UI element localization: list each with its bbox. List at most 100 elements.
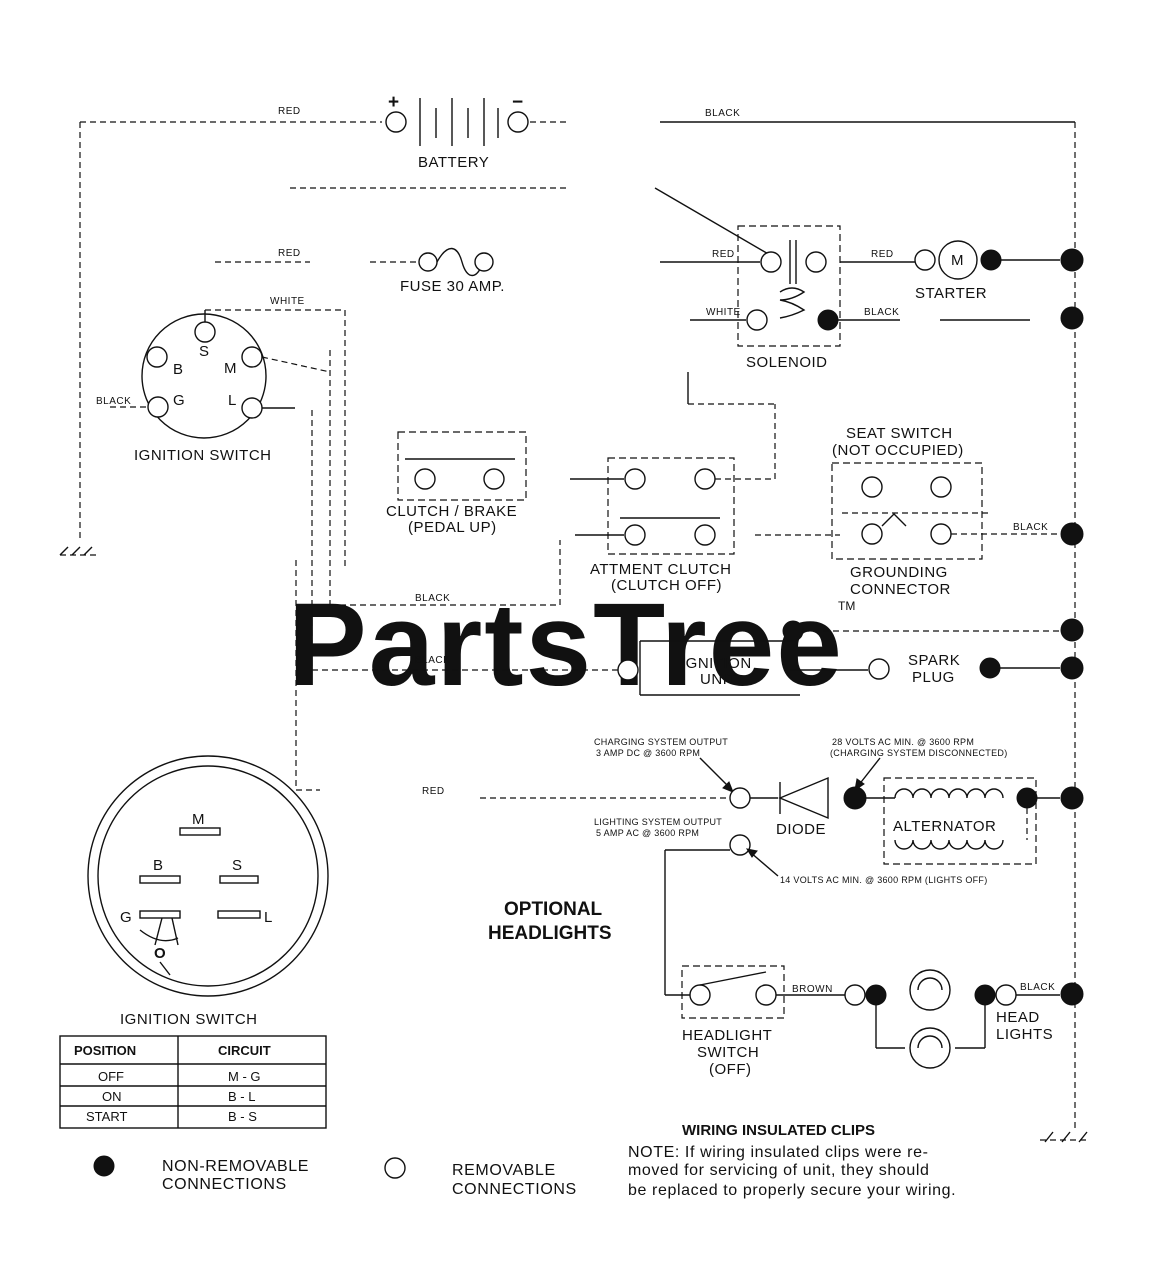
starter-label: STARTER xyxy=(915,285,987,302)
charging-volts-line2: (CHARGING SYSTEM DISCONNECTED) xyxy=(830,748,1008,758)
wire-label-black-solenoid: BLACK xyxy=(864,307,899,318)
battery: + − BATTERY xyxy=(385,92,529,171)
wire-label-white-ignition: WHITE xyxy=(270,296,305,307)
ignition-unit-line1: IGNITION xyxy=(681,655,752,672)
wire-label-brown: BROWN xyxy=(792,984,833,995)
spark-plug: SPARK PLUG xyxy=(868,652,1084,686)
optional-headlights-line1: OPTIONAL xyxy=(504,899,603,920)
detail-terminal-o: O xyxy=(154,945,166,962)
ignition-unit-line2: UNIT xyxy=(700,671,737,688)
solenoid-label: SOLENOID xyxy=(746,354,828,371)
legend-non-removable-line1: NON-REMOVABLE xyxy=(162,1158,309,1175)
grounding-connector-line2: CONNECTOR xyxy=(850,581,951,598)
table-header-position: POSITION xyxy=(74,1043,136,1058)
lighting-output-line2: 5 AMP AC @ 3600 RPM xyxy=(596,828,699,838)
detail-terminal-b: B xyxy=(153,857,164,874)
wire-label-red-battery: RED xyxy=(278,106,301,117)
grounding-connector-line1: GROUNDING xyxy=(850,564,948,581)
starter: M STARTER xyxy=(840,240,1084,330)
detail-terminal-l: L xyxy=(264,909,273,926)
legend-filled-dot xyxy=(93,1155,115,1177)
wire-label-red-solenoid: RED xyxy=(712,249,735,260)
clutch-brake-line1: CLUTCH / BRAKE xyxy=(386,503,517,520)
charging-system: CHARGING SYSTEM OUTPUT 3 AMP DC @ 3600 R… xyxy=(422,737,1084,996)
legend-open-dot xyxy=(384,1157,406,1179)
lighting-lights-off: 14 VOLTS AC MIN. @ 3600 RPM (LIGHTS OFF) xyxy=(780,875,988,885)
legend-removable-line1: REMOVABLE xyxy=(452,1162,556,1179)
detail-title: IGNITION SWITCH xyxy=(120,1011,258,1028)
clutch-brake-line2: (PEDAL UP) xyxy=(408,519,497,536)
ignition-switch-label: IGNITION SWITCH xyxy=(134,447,272,464)
table-row-on-circuit: B - L xyxy=(228,1089,255,1104)
wire-label-black-ignition: BLACK xyxy=(96,396,131,407)
wire-label-black-seat: BLACK xyxy=(1013,522,1048,533)
fuse-label: FUSE 30 AMP. xyxy=(400,278,505,295)
clips-note-line1: NOTE: If wiring insulated clips were re- xyxy=(628,1144,929,1161)
watermark: PartsTree xyxy=(288,579,844,711)
wire-label-red-starter: RED xyxy=(871,249,894,260)
watermark-tm: TM xyxy=(838,599,855,613)
table-row-off-position: OFF xyxy=(98,1069,124,1084)
wire-label-black-headlights: BLACK xyxy=(1020,982,1055,993)
seat-switch-line2: (NOT OCCUPIED) xyxy=(832,442,964,459)
clips-note-line2: moved for servicing of unit, they should xyxy=(628,1162,929,1179)
wire-label-white-solenoid: WHITE xyxy=(706,307,741,318)
attachment-clutch-switch: ATTMENT CLUTCH (CLUTCH OFF) xyxy=(570,372,840,594)
table-row-start-position: START xyxy=(86,1109,127,1124)
clips-note-title: WIRING INSULATED CLIPS xyxy=(682,1122,875,1139)
alternator-label: ALTERNATOR xyxy=(893,818,996,835)
table-row-on-position: ON xyxy=(102,1089,122,1104)
legend-non-removable-line2: CONNECTIONS xyxy=(162,1176,287,1193)
charging-output-line2: 3 AMP DC @ 3600 RPM xyxy=(596,748,700,758)
clips-note: WIRING INSULATED CLIPS NOTE: If wiring i… xyxy=(628,1122,956,1199)
harness-lines xyxy=(295,310,628,791)
head-lights-line1: HEAD xyxy=(996,1009,1040,1026)
charging-volts-line1: 28 VOLTS AC MIN. @ 3600 RPM xyxy=(832,737,974,747)
wire-label-black-clutch: BLACK xyxy=(415,593,450,604)
attachment-clutch-line1: ATTMENT CLUTCH xyxy=(590,561,731,578)
detail-terminal-g: G xyxy=(120,909,132,926)
headlight-switch-line3: (OFF) xyxy=(709,1061,751,1078)
circuit-table: POSITION CIRCUIT OFF M - G ON B - L STAR… xyxy=(59,1035,327,1129)
ignition-terminal-s: S xyxy=(199,343,210,360)
wire-label-black-top: BLACK xyxy=(705,108,740,119)
wire-label-red-fuse: RED xyxy=(278,248,301,259)
detail-terminal-m: M xyxy=(192,811,205,828)
lighting-output-line1: LIGHTING SYSTEM OUTPUT xyxy=(594,817,722,827)
detail-terminal-s: S xyxy=(232,857,243,874)
ignition-terminal-m: M xyxy=(224,360,237,377)
spark-plug-line1: SPARK xyxy=(908,652,960,669)
table-row-off-circuit: M - G xyxy=(228,1069,261,1084)
table-row-start-circuit: B - S xyxy=(228,1109,257,1124)
ignition-terminal-g: G xyxy=(173,392,185,409)
seat-switch-line1: SEAT SWITCH xyxy=(846,425,953,442)
battery-label: BATTERY xyxy=(418,154,489,171)
headlight-switch-line1: HEADLIGHT xyxy=(682,1027,772,1044)
clips-note-line3: be replaced to properly secure your wiri… xyxy=(628,1182,956,1199)
fuse: FUSE 30 AMP. xyxy=(215,247,505,295)
optional-headlights-line2: HEADLIGHTS xyxy=(488,923,612,944)
battery-plus: + xyxy=(388,92,399,113)
diode-label: DIODE xyxy=(776,821,826,838)
ignition-switch: S B M G L IGNITION SWITCH xyxy=(110,309,345,464)
spark-plug-line2: PLUG xyxy=(912,669,955,686)
battery-minus: − xyxy=(512,92,523,113)
ignition-switch-detail: M B S G L O IGNITION SWITCH xyxy=(87,755,329,1028)
headlight-switch-line2: SWITCH xyxy=(697,1044,759,1061)
seat-switch: SEAT SWITCH (NOT OCCUPIED) xyxy=(831,425,1084,560)
table-header-circuit: CIRCUIT xyxy=(218,1043,271,1058)
ignition-unit: IGNITION UNIT xyxy=(617,618,1084,696)
attachment-clutch-line2: (CLUTCH OFF) xyxy=(611,577,722,594)
head-lights: HEAD LIGHTS xyxy=(776,969,1084,1069)
ignition-terminal-b: B xyxy=(173,361,184,378)
wire-label-black-ignition-unit: BLACK xyxy=(415,655,450,666)
legend: NON-REMOVABLE CONNECTIONS REMOVABLE CONN… xyxy=(93,1155,577,1198)
clutch-brake-switch: CLUTCH / BRAKE (PEDAL UP) xyxy=(386,431,527,536)
ignition-terminal-l: L xyxy=(228,392,237,409)
legend-removable-line2: CONNECTIONS xyxy=(452,1181,577,1198)
starter-motor-letter: M xyxy=(951,252,964,269)
headlight-switch: HEADLIGHT SWITCH (OFF) xyxy=(681,965,785,1078)
solenoid: SOLENOID xyxy=(660,225,900,371)
head-lights-line2: LIGHTS xyxy=(996,1026,1053,1043)
